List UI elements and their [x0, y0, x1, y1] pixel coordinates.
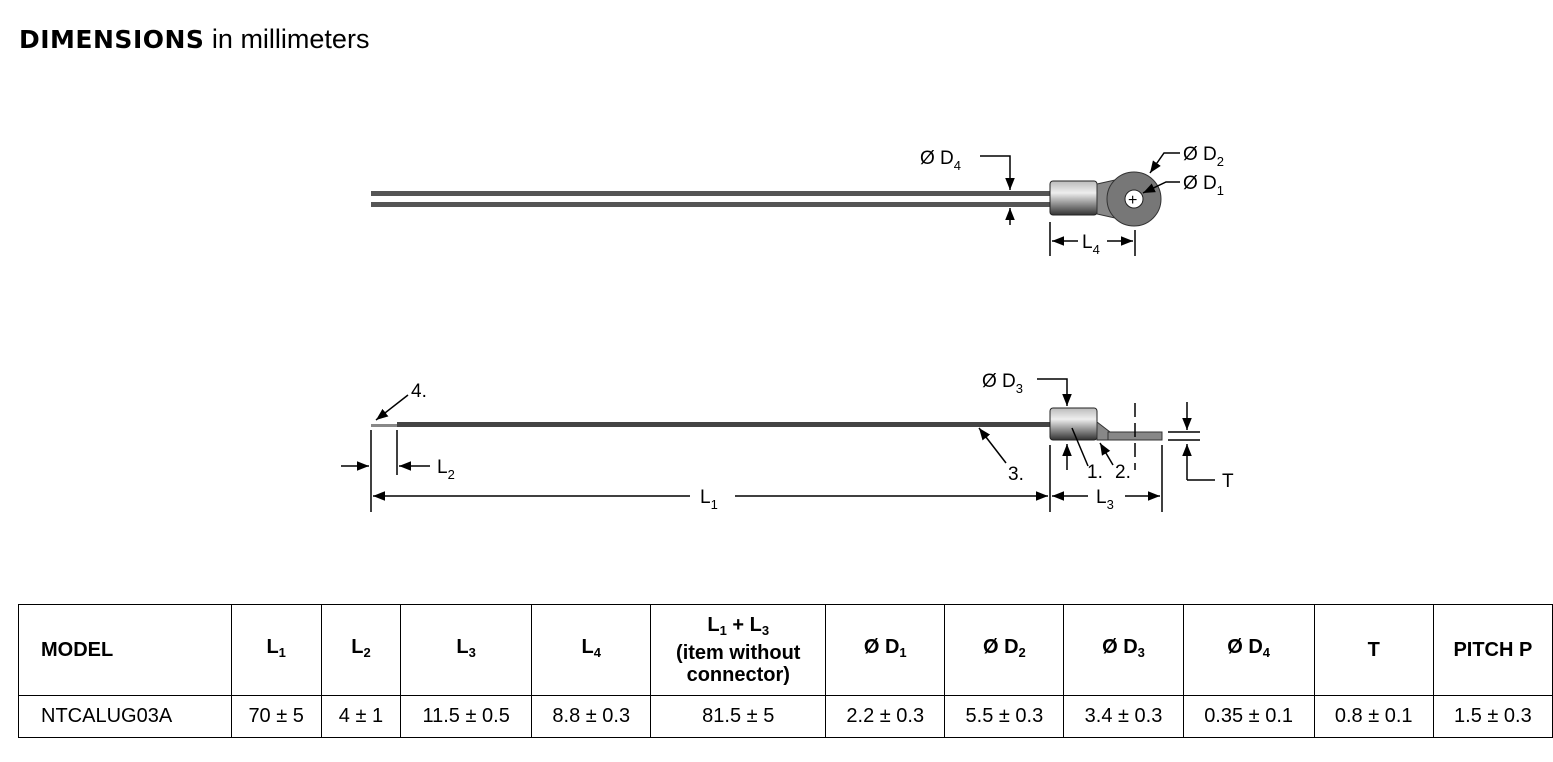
header-l3: L3: [400, 604, 533, 696]
top-view: + Ø D4 Ø D2 Ø D1 L4: [371, 144, 1224, 257]
cell-l2: 4 ± 1: [320, 695, 402, 738]
wire-side: [397, 422, 1051, 427]
header-l1: L1: [230, 604, 322, 696]
side-view: Ø D3 L2 L1 L3 T 1. 2. 3. 4.: [341, 371, 1234, 512]
heading-units: in millimeters: [204, 24, 370, 54]
table-row: NTCALUG03A 70 ± 5 4 ± 1 11.5 ± 0.5 8.8 ±…: [18, 695, 1553, 738]
sleeve-side: [1049, 407, 1098, 441]
label-l4: L4: [1082, 232, 1100, 257]
callout-3: 3.: [1008, 464, 1024, 485]
header-d2: Ø D2: [944, 604, 1065, 696]
header-t: T: [1313, 604, 1434, 696]
wire-2: [371, 202, 1051, 207]
callout-4: 4.: [411, 381, 427, 402]
callout-2: 2.: [1115, 462, 1131, 483]
wire-tip: [371, 424, 398, 427]
header-pitch: PITCH P: [1432, 604, 1553, 696]
dimension-drawing: + Ø D4 Ø D2 Ø D1 L4: [341, 144, 1234, 512]
header-d1: Ø D1: [825, 604, 946, 696]
header-d4: Ø D4: [1182, 604, 1315, 696]
cell-l1-plus-l3: 81.5 ± 5: [650, 695, 827, 738]
cell-d1: 2.2 ± 0.3: [825, 695, 946, 738]
label-l2: L2: [437, 457, 455, 482]
cell-l1: 70 ± 5: [230, 695, 322, 738]
header-l4: L4: [531, 604, 652, 696]
label-d4: Ø D4: [920, 148, 961, 173]
callout-1: 1.: [1087, 462, 1103, 483]
cell-d4: 0.35 ± 0.1: [1182, 695, 1315, 738]
header-d3: Ø D3: [1063, 604, 1184, 696]
cell-d2: 5.5 ± 0.3: [944, 695, 1065, 738]
label-d3: Ø D3: [982, 371, 1023, 396]
label-d2: Ø D2: [1183, 144, 1224, 169]
cell-pitch: 1.5 ± 0.3: [1432, 695, 1553, 738]
wire-1: [371, 191, 1051, 196]
cell-model: NTCALUG03A: [18, 695, 232, 738]
cell-t: 0.8 ± 0.1: [1313, 695, 1434, 738]
cell-d3: 3.4 ± 0.3: [1063, 695, 1184, 738]
header-l2: L2: [320, 604, 402, 696]
section-heading: DIMENSIONS in millimeters: [19, 24, 369, 55]
sleeve: [1049, 180, 1098, 216]
heading-bold: DIMENSIONS: [19, 25, 205, 54]
header-model: MODEL: [18, 604, 232, 696]
label-l3: L3: [1096, 487, 1114, 512]
cell-l4: 8.8 ± 0.3: [531, 695, 652, 738]
label-l1: L1: [700, 487, 718, 512]
label-t: T: [1222, 471, 1234, 492]
cell-l3: 11.5 ± 0.5: [400, 695, 533, 738]
label-d1: Ø D1: [1183, 173, 1224, 198]
lug-hole: [1124, 189, 1144, 209]
svg-text:+: +: [1128, 192, 1137, 209]
